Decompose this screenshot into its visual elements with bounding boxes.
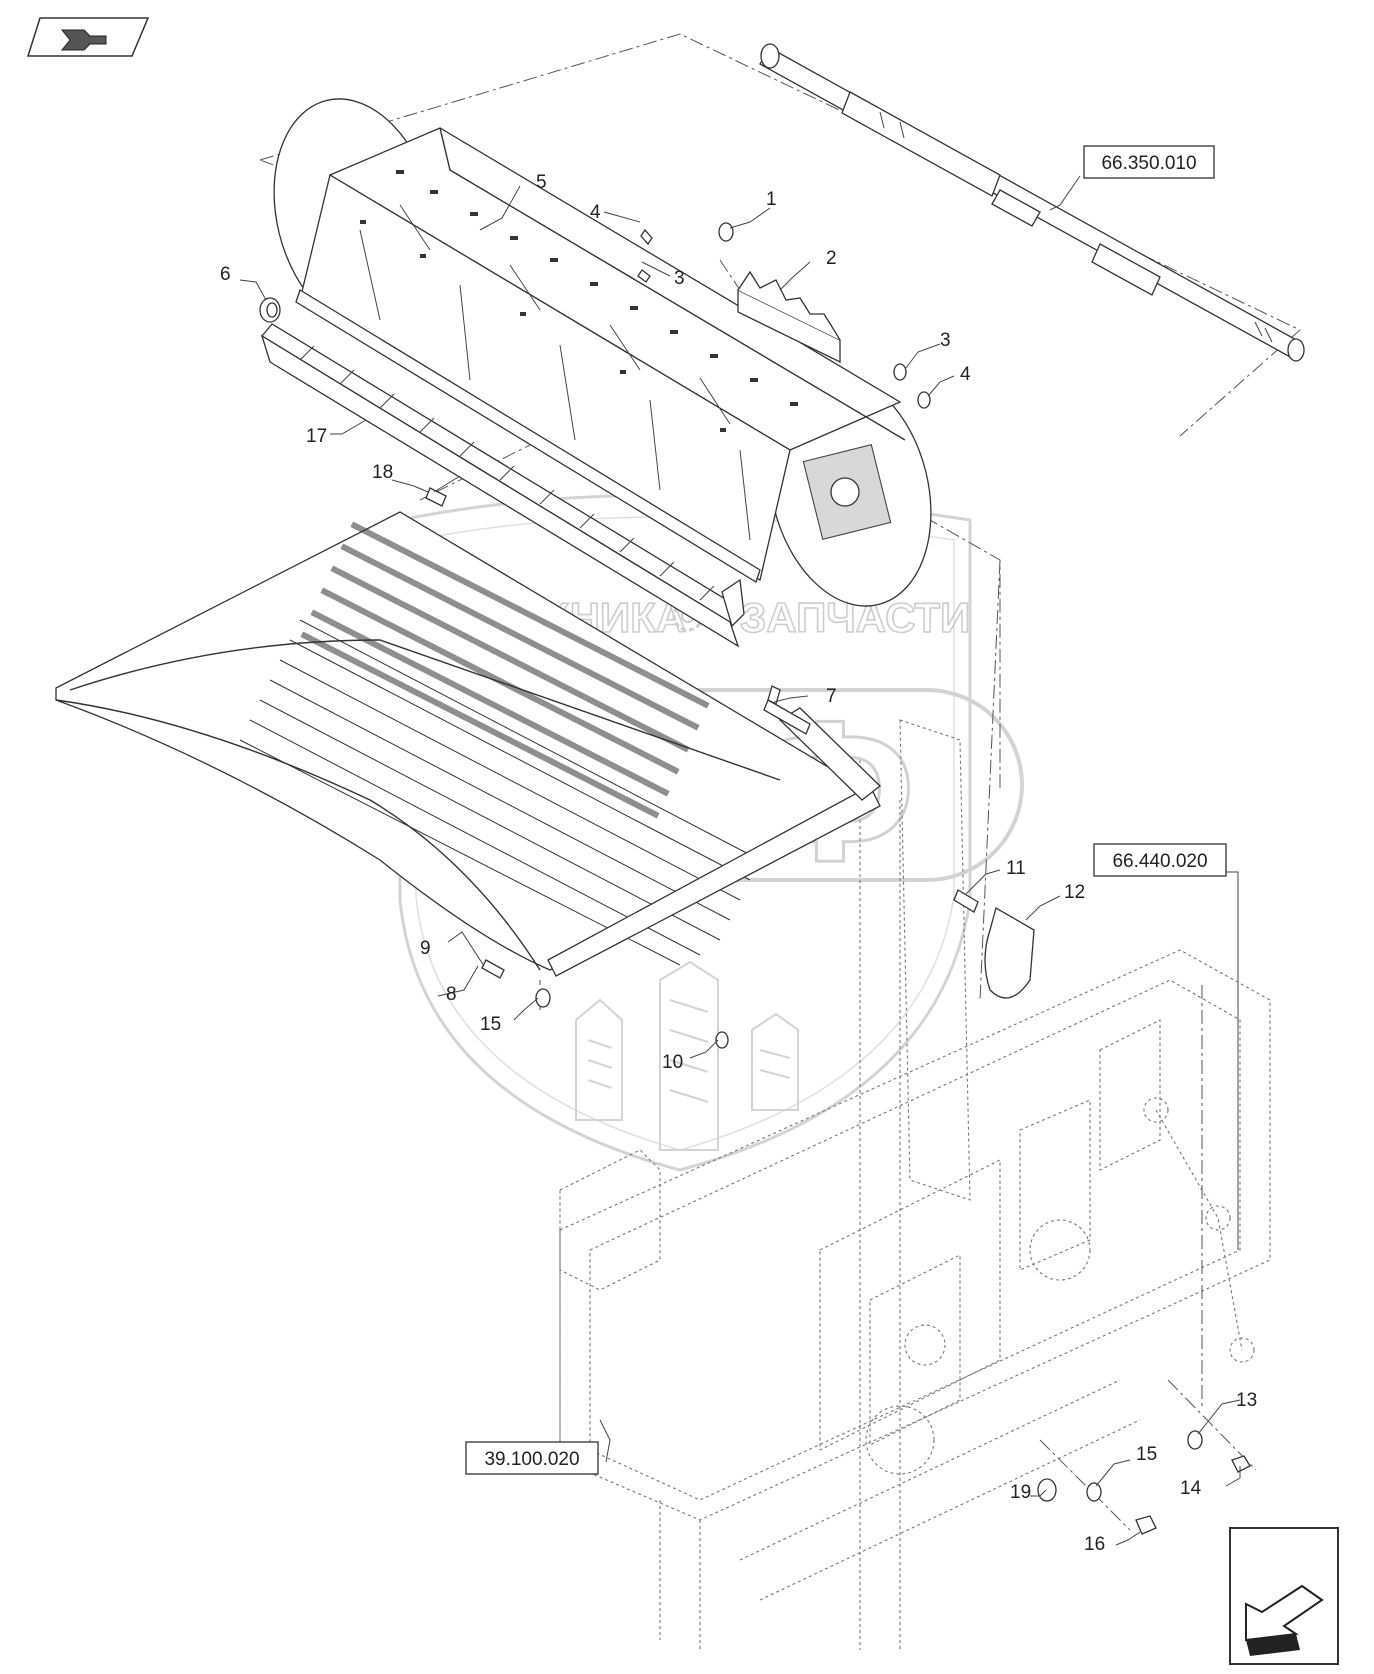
- callout-15b: 15: [1136, 1444, 1157, 1465]
- callout-2: 2: [826, 248, 837, 269]
- callout-15a: 15: [480, 1014, 501, 1035]
- callout-17: 17: [306, 426, 327, 447]
- callout-19: 19: [1010, 1482, 1031, 1503]
- reference-label: 66.440.020: [1112, 851, 1207, 872]
- flap-bar: [260, 323, 745, 648]
- bolt: [425, 475, 461, 507]
- reference-box-39-100-020[interactable]: 39.100.020: [465, 1441, 599, 1475]
- callout-1: 1: [766, 189, 777, 210]
- reference-label: 66.350.010: [1101, 153, 1196, 174]
- rotor-drum: [273, 98, 932, 607]
- bolt: [718, 222, 734, 242]
- concave-grate: [55, 511, 881, 977]
- back-arrow-icon[interactable]: [26, 17, 150, 57]
- reference-label: 39.100.020: [484, 1449, 579, 1470]
- shaft: [759, 43, 1305, 362]
- callout-4a: 4: [590, 202, 601, 223]
- callout-3a: 3: [674, 268, 685, 289]
- knife-segment: [737, 270, 841, 364]
- reference-box-66-350-010[interactable]: 66.350.010: [1083, 145, 1215, 179]
- callout-4b: 4: [960, 364, 971, 385]
- callout-14: 14: [1180, 1478, 1202, 1499]
- bushing: [259, 297, 281, 323]
- callout-12: 12: [1064, 882, 1085, 903]
- callout-7: 7: [826, 686, 837, 707]
- callout-18: 18: [372, 462, 393, 483]
- callout-8: 8: [446, 984, 457, 1005]
- leader-lines: [239, 185, 1241, 1546]
- callout-16: 16: [1084, 1534, 1105, 1555]
- fastener: [637, 228, 931, 409]
- callout-3b: 3: [940, 330, 951, 351]
- callout-6: 6: [220, 264, 231, 285]
- callout-9: 9: [420, 938, 431, 959]
- callout-11: 11: [1006, 858, 1026, 879]
- reference-leaders: [599, 175, 1239, 1463]
- callout-10: 10: [662, 1052, 683, 1073]
- callout-13: 13: [1236, 1390, 1257, 1411]
- pin-and-plate: [953, 889, 1035, 999]
- callout-numbers: 1 2 3 3 4 4 5 6 7 8 9 10 11 12 13 14 15 …: [220, 172, 1257, 1555]
- callout-5: 5: [536, 172, 547, 193]
- support-pin: [763, 685, 811, 735]
- reference-box-66-440-020[interactable]: 66.440.020: [1093, 843, 1227, 877]
- next-arrow-icon[interactable]: [1229, 1527, 1339, 1665]
- frame-structure: [559, 719, 1271, 1650]
